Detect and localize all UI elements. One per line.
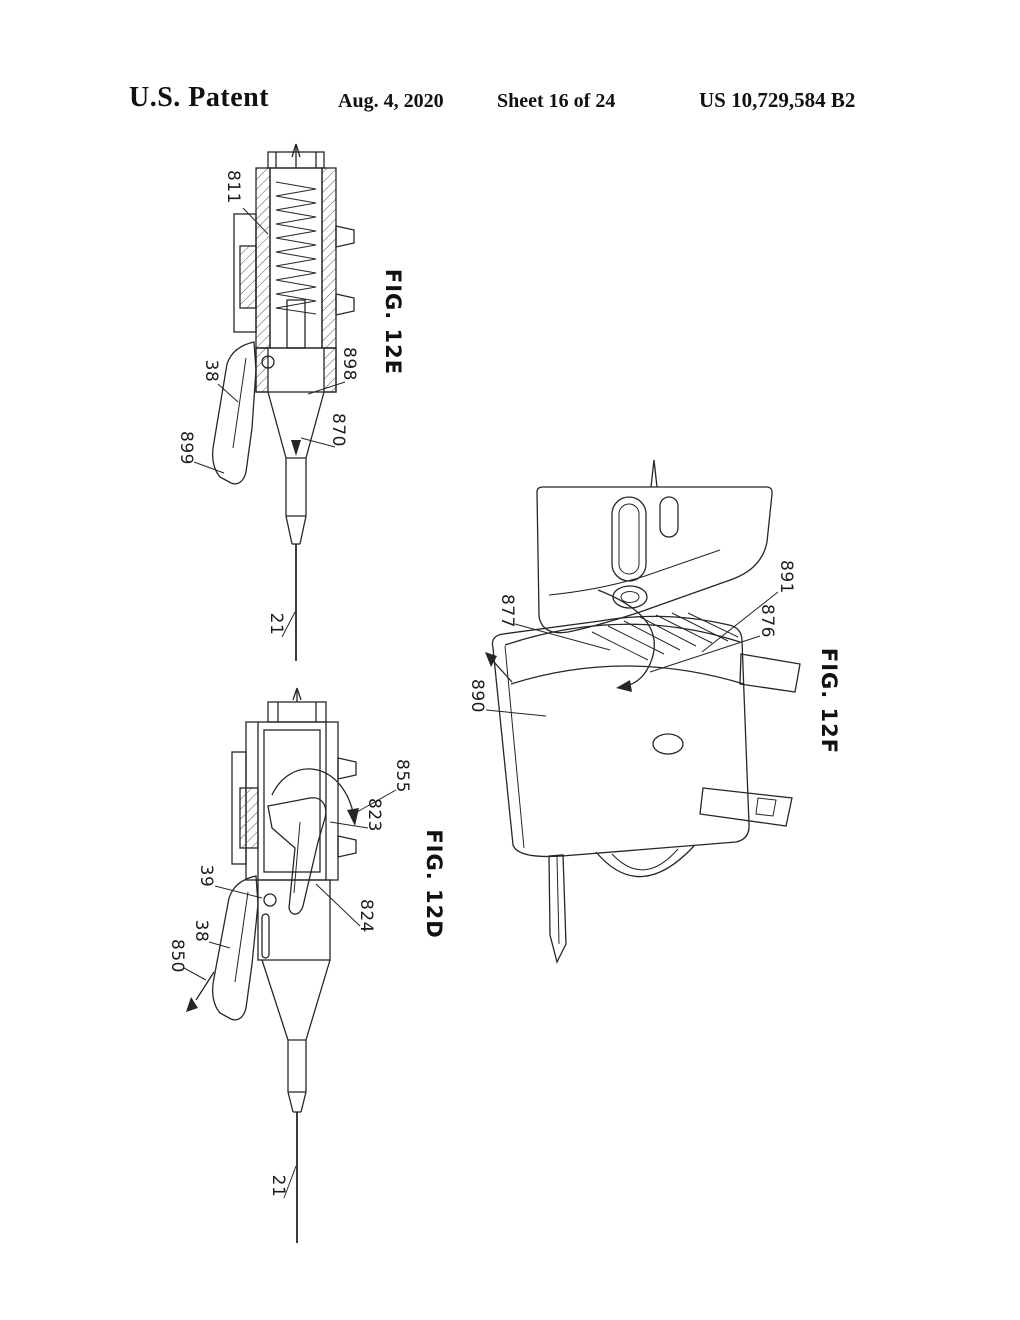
ref-numeral: 870 bbox=[328, 413, 348, 447]
ref-numeral: 891 bbox=[776, 560, 796, 594]
ref-numeral: 811 bbox=[223, 170, 243, 204]
ref-numeral: 876 bbox=[757, 604, 777, 638]
ref-numeral: 877 bbox=[497, 594, 517, 628]
sheet-number: Sheet 16 of 24 bbox=[497, 90, 616, 112]
patent-label: U.S. Patent bbox=[129, 82, 270, 113]
patent-number: US 10,729,584 B2 bbox=[699, 88, 856, 112]
ref-numeral: 38 bbox=[191, 919, 211, 943]
fig12d-art bbox=[186, 687, 359, 1243]
ref-numeral: 39 bbox=[196, 864, 216, 888]
fig12f-leader-lines bbox=[485, 591, 779, 717]
ref-numeral: 898 bbox=[339, 347, 359, 381]
fig12e-leader-lines bbox=[193, 207, 346, 638]
ref-numeral: 823 bbox=[364, 798, 384, 832]
figure-label-12d: FIG. 12D bbox=[422, 829, 446, 939]
ref-numeral: 855 bbox=[392, 759, 412, 793]
fig12e-art bbox=[212, 143, 355, 661]
ref-numeral: 21 bbox=[266, 612, 286, 636]
ref-numeral: 824 bbox=[356, 899, 376, 933]
fig12f-art bbox=[485, 459, 801, 964]
figure-label-12f: FIG. 12F bbox=[817, 647, 841, 755]
figure-label-12e: FIG. 12E bbox=[381, 268, 405, 376]
ref-numeral: 899 bbox=[176, 431, 196, 465]
fig12d-leader-lines bbox=[183, 789, 397, 1199]
ref-numeral: 38 bbox=[201, 359, 221, 383]
ref-numeral: 890 bbox=[467, 679, 487, 713]
ref-numeral: 21 bbox=[268, 1174, 288, 1198]
ref-numeral: 850 bbox=[167, 939, 187, 973]
patent-date: Aug. 4, 2020 bbox=[338, 90, 444, 112]
